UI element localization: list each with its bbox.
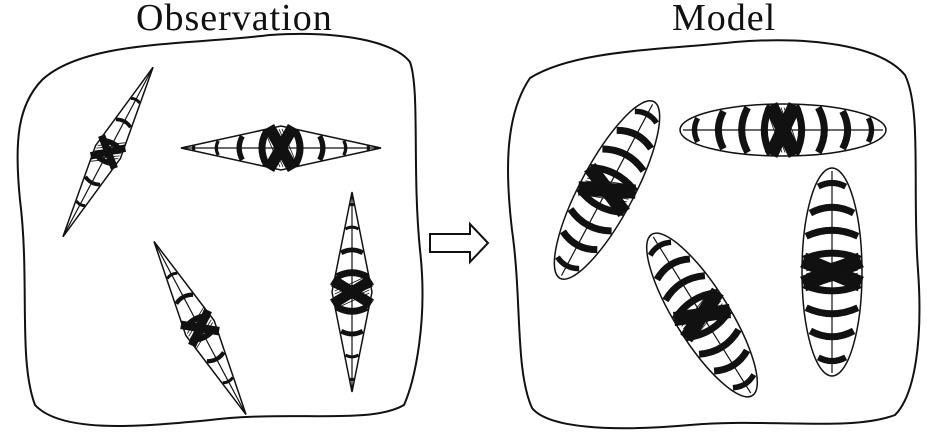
obs-cell-1 <box>51 61 166 244</box>
cell-stripe <box>350 204 355 205</box>
cell-stripe <box>368 145 369 150</box>
cell-stripe <box>345 355 358 357</box>
cell-stripe <box>193 145 194 150</box>
cell-stripe <box>350 379 355 380</box>
obs-cell-3 <box>140 234 260 422</box>
model-cell-4 <box>802 168 862 376</box>
obs-cell-4 <box>332 192 372 392</box>
cell-stripe <box>345 227 358 229</box>
obs-cell-2 <box>181 126 381 170</box>
model-cell-2 <box>680 104 886 156</box>
model-cells <box>536 89 886 410</box>
hollow-right-arrow-icon <box>430 224 488 262</box>
observation-cells <box>51 61 381 422</box>
model-cell-3 <box>629 220 775 410</box>
